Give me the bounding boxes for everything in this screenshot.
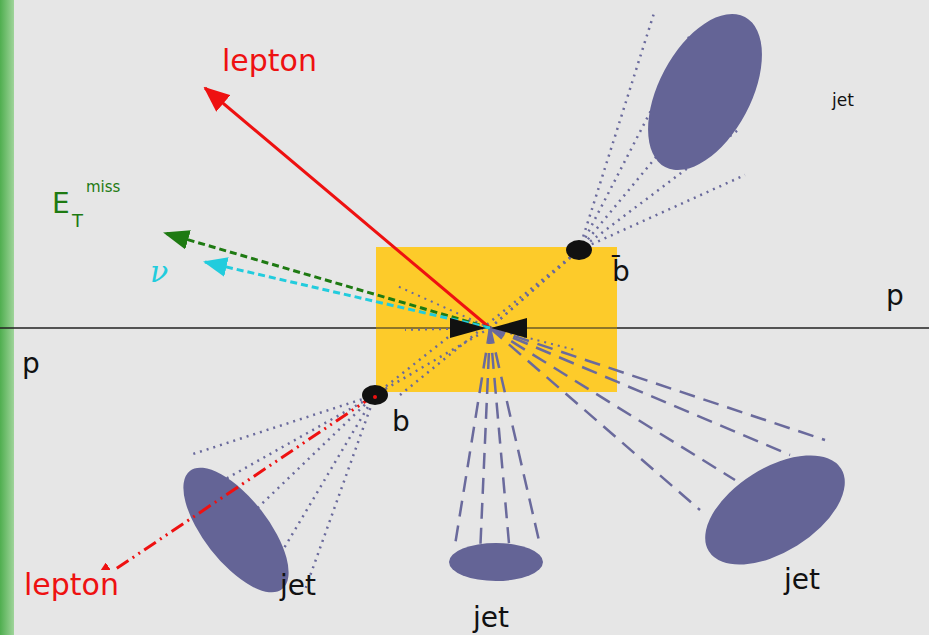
met-symbol: E: [52, 190, 70, 218]
lepton-label: lepton: [222, 46, 317, 76]
lepton-label: lepton: [22, 570, 121, 600]
proton-label: p: [22, 350, 40, 378]
jet-label: jet: [832, 92, 854, 109]
met-superscript: miss: [86, 180, 120, 195]
jet-label: jet: [280, 572, 316, 600]
proton-label: p: [886, 282, 904, 310]
met-subscript: T: [72, 212, 83, 230]
bbar-label: b̄: [612, 258, 630, 286]
neutrino-label: ν: [150, 257, 168, 287]
b-label: b: [392, 408, 410, 436]
side-stripe: [0, 0, 14, 635]
jet-label: jet: [473, 604, 509, 632]
jet-label: jet: [784, 566, 820, 594]
